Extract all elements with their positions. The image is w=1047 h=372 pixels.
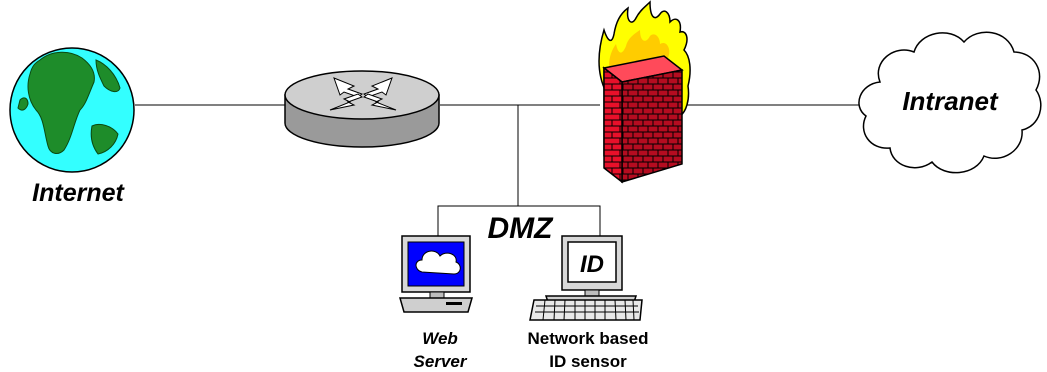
firewall-icon — [598, 0, 691, 184]
intranet-label: Intranet — [902, 86, 999, 116]
cloud-icon — [858, 31, 1042, 174]
network-links — [135, 104, 862, 238]
sensor-label-line2: ID sensor — [549, 352, 627, 371]
web-server-icon — [399, 235, 473, 313]
dmz-label: DMZ — [488, 212, 555, 245]
web-server-label-line2: Server — [414, 352, 468, 371]
id-sensor-icon — [529, 235, 643, 321]
link-dmz-bus — [437, 205, 601, 238]
router-icon — [284, 70, 440, 148]
internet-label: Internet — [32, 179, 125, 207]
id-screen-label: ID — [580, 251, 604, 278]
web-server-label-line1: Web — [422, 329, 458, 348]
globe-icon — [9, 47, 135, 173]
sensor-label-line1: Network based — [528, 329, 649, 348]
